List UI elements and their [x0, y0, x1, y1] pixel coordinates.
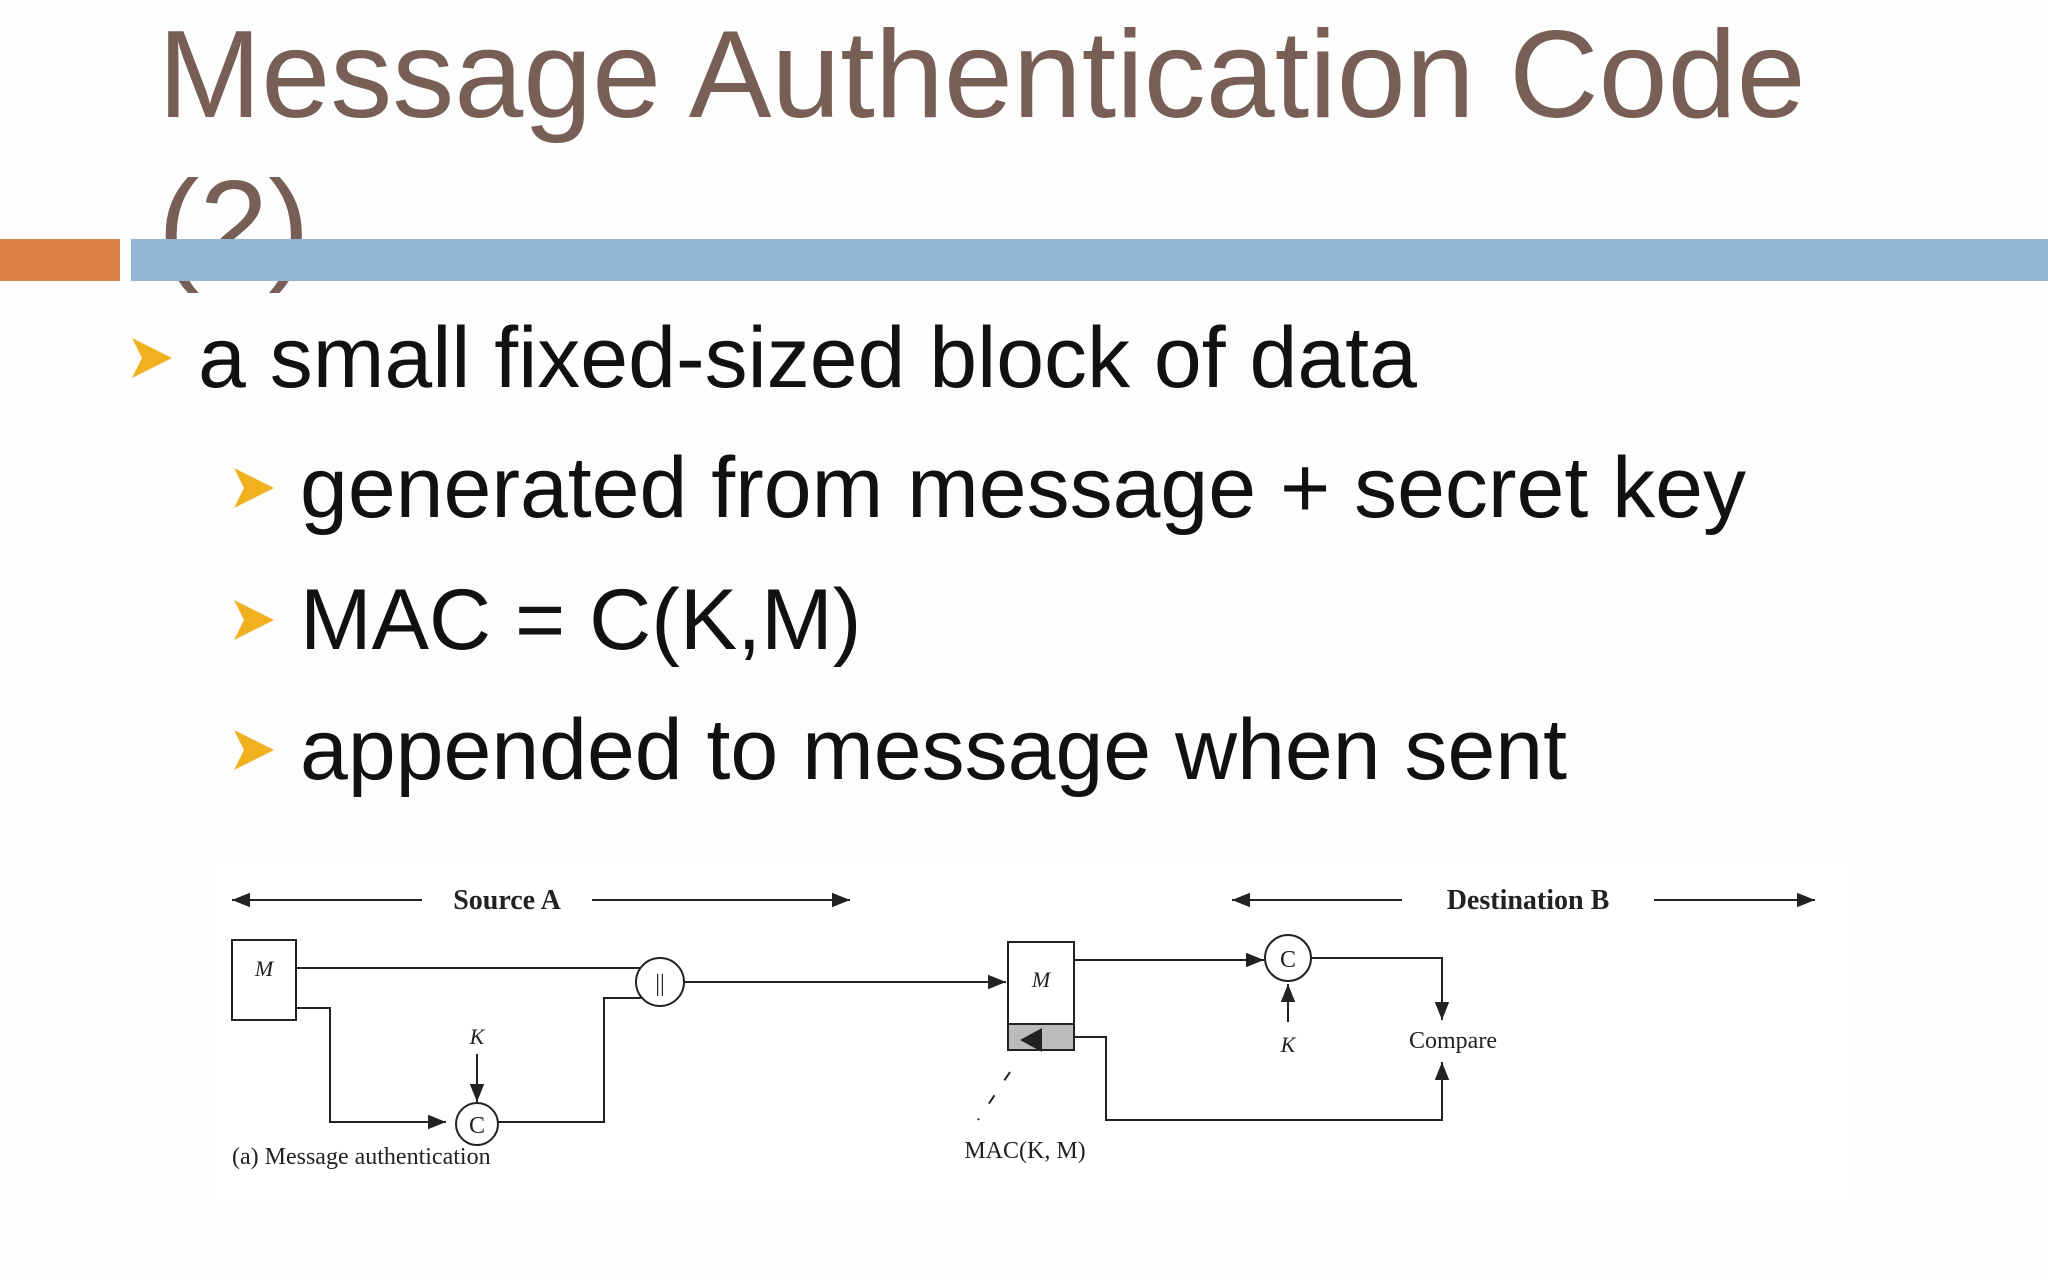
destination-c-label: C — [1280, 947, 1296, 973]
bullet-text-3: MAC = C(K,M) — [300, 572, 862, 668]
source-mac-function — [455, 1102, 499, 1146]
source-label: Source A — [453, 885, 561, 916]
transmitted-message-label: M — [1031, 967, 1052, 992]
bullet-arrow-icon — [234, 600, 274, 640]
bullet-item-2: generated from message + secret key — [228, 438, 1746, 538]
bullet-item-1: a small fixed-sized block of data — [126, 308, 1417, 408]
mac-diagram: Source A Destination B M K C || M MAC(K,… — [210, 862, 1850, 1202]
bullet-text-4: appended to message when sent — [300, 702, 1568, 798]
concat-label: || — [655, 971, 665, 997]
bullet-arrow-icon — [132, 338, 172, 378]
diagram-caption: (a) Message authentication — [232, 1144, 491, 1170]
bullet-text-2: generated from message + secret key — [300, 440, 1747, 536]
slide-title: Message Authentication Code (2) — [158, 6, 1806, 294]
source-key-label: K — [469, 1024, 486, 1049]
source-message-box — [231, 939, 297, 1021]
bullet-item-4: appended to message when sent — [228, 700, 1567, 800]
bullet-text-1: a small fixed-sized block of data — [198, 310, 1417, 406]
title-accent-bar-blue — [131, 239, 2048, 281]
compare-label: Compare — [1409, 1028, 1497, 1054]
source-c-label: C — [469, 1113, 485, 1139]
bullet-item-3: MAC = C(K,M) — [228, 570, 861, 670]
title-accent-bar-orange — [0, 239, 120, 281]
bullet-arrow-icon — [234, 468, 274, 508]
mac-label: MAC(K, M) — [964, 1138, 1085, 1164]
destination-key-label: K — [1280, 1032, 1297, 1057]
bullet-arrow-icon — [234, 730, 274, 770]
destination-label: Destination B — [1447, 885, 1610, 916]
source-message-label: M — [254, 956, 275, 981]
